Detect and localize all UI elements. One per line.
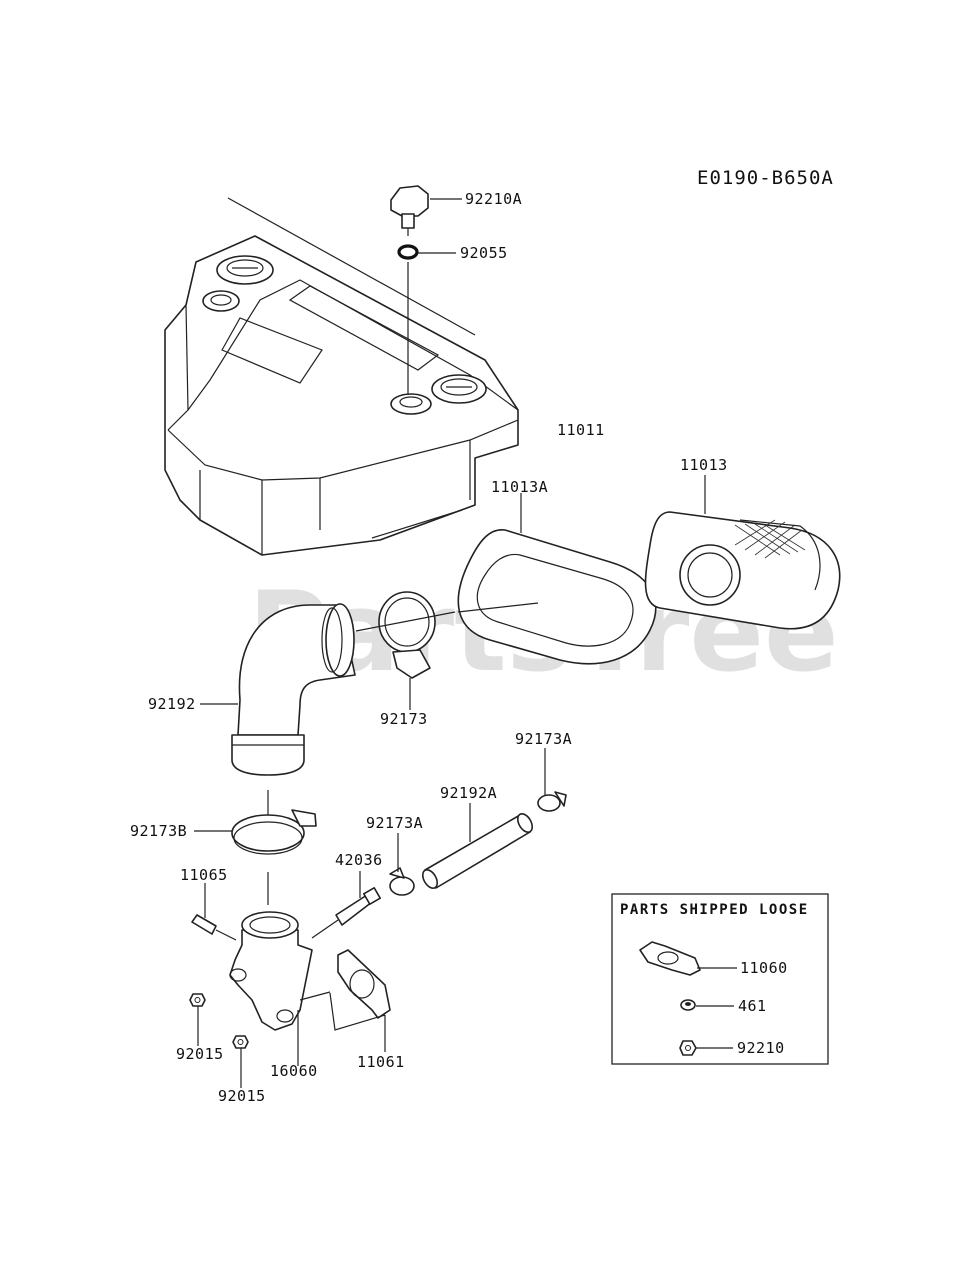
nipple-42036[interactable]: 42036: [311, 851, 383, 939]
label-92173b: 92173B: [130, 822, 187, 840]
label-11013: 11013: [680, 456, 728, 474]
nut-92015-a[interactable]: 92015: [176, 993, 224, 1063]
label-11065: 11065: [180, 866, 228, 884]
loose-box-title: PARTS SHIPPED LOOSE: [620, 902, 809, 918]
label-11011: 11011: [557, 421, 605, 439]
label-11013a: 11013A: [491, 478, 548, 496]
label-92210a: 92210A: [465, 190, 522, 208]
manifold-fitting-16060[interactable]: 16060: [229, 911, 331, 1080]
label-92173a-mid: 92173A: [366, 814, 423, 832]
label-92173: 92173: [380, 710, 428, 728]
washer-461[interactable]: 461: [680, 997, 767, 1015]
label-11061: 11061: [357, 1053, 405, 1071]
nut-92015-b[interactable]: 92015: [218, 1035, 266, 1105]
label-461: 461: [738, 997, 767, 1015]
air-cleaner-case[interactable]: [164, 197, 519, 556]
label-92015-a: 92015: [176, 1045, 224, 1063]
hose-92192a[interactable]: 92192A: [420, 784, 535, 891]
label-92173a-top: 92173A: [515, 730, 572, 748]
label-92015-b: 92015: [218, 1087, 266, 1105]
clamp-92173b[interactable]: 92173B: [130, 809, 317, 905]
parts-shipped-loose-box: PARTS SHIPPED LOOSE 11060 461 92210: [611, 893, 829, 1065]
gasket-11060[interactable]: 11060: [639, 941, 788, 977]
label-92210: 92210: [737, 1039, 785, 1057]
filter-element-11013[interactable]: 11013: [644, 456, 841, 630]
clamp-92173[interactable]: 92173: [355, 591, 539, 728]
label-11060: 11060: [740, 959, 788, 977]
nut-92210a[interactable]: 92210A: [390, 185, 522, 236]
clamp-92173a-mid[interactable]: 92173A: [366, 814, 423, 896]
elbow-hose-92192[interactable]: 92192: [148, 603, 356, 815]
label-92192: 92192: [148, 695, 196, 713]
label-92055: 92055: [460, 244, 508, 262]
washer-92055[interactable]: 92055: [397, 244, 508, 395]
nut-92210[interactable]: 92210: [679, 1039, 785, 1057]
pin-11065[interactable]: 11065: [180, 866, 237, 941]
label-92192a: 92192A: [440, 784, 497, 802]
gasket-11061[interactable]: 11061: [329, 949, 405, 1071]
precleaner-11013a[interactable]: 11013A: [457, 478, 657, 665]
label-16060: 16060: [270, 1062, 318, 1080]
clamp-92173a-top[interactable]: 92173A: [515, 730, 572, 812]
label-42036: 42036: [335, 851, 383, 869]
diagram-code: E0190-B650A: [697, 167, 834, 189]
